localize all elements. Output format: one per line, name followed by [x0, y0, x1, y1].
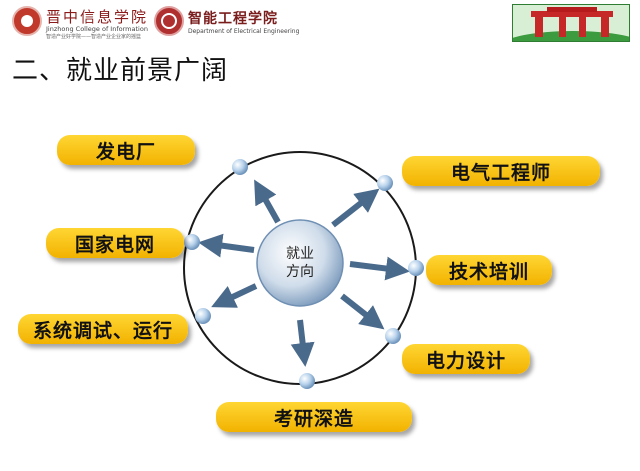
center-hub [256, 219, 344, 307]
node-ball-power-plant [232, 159, 248, 175]
label-power-design: 电力设计 [402, 344, 530, 374]
node-ball-postgraduate [299, 373, 315, 389]
page-title: 二、就业前景广阔 [12, 56, 229, 86]
label-postgraduate: 考研深造 [216, 402, 412, 432]
node-balls [184, 159, 424, 389]
arrow-electrical-engineer [331, 188, 380, 228]
arrows-group [198, 179, 410, 367]
department-name-cn: 智能工程学院 [188, 11, 278, 27]
department-logo-icon [154, 6, 184, 36]
arrow-power-plant [254, 179, 281, 224]
college-name-cn: 晋中信息学院 [46, 8, 149, 26]
node-ball-state-grid [184, 234, 200, 250]
department-name-en: Department of Electrical Engineering [188, 28, 300, 35]
arrow-technical-training [349, 256, 410, 281]
campus-gate-image [512, 4, 630, 42]
gate-illustration-icon [513, 7, 629, 41]
label-state-grid: 国家电网 [46, 228, 184, 258]
college-motto: 智造产业好学院——智造产业企业家的摇篮 [46, 34, 142, 40]
arrow-postgraduate [290, 319, 315, 367]
center-label-line2: 方向 [286, 264, 314, 280]
college-logo-icon [12, 6, 42, 36]
center-label-line1: 就业 [286, 246, 314, 262]
arrow-power-design [340, 293, 385, 330]
node-ball-power-design [385, 328, 401, 344]
college-name-en: Jinzhong College of Information [46, 25, 148, 33]
node-ball-technical-training [408, 260, 424, 276]
label-power-plant: 发电厂 [57, 135, 195, 165]
header-bar: 晋中信息学院 Jinzhong College of Information 智… [0, 0, 640, 44]
center-label: 就业 方向 [270, 245, 330, 281]
label-electrical-engineer: 电气工程师 [402, 156, 600, 186]
label-technical-training: 技术培训 [426, 255, 552, 285]
node-ball-electrical-engineer [377, 175, 393, 191]
arrow-system-debugging [211, 283, 258, 308]
arrow-state-grid [198, 233, 255, 258]
node-ball-system-debugging [195, 308, 211, 324]
label-system-debugging: 系统调试、运行 [18, 314, 188, 344]
